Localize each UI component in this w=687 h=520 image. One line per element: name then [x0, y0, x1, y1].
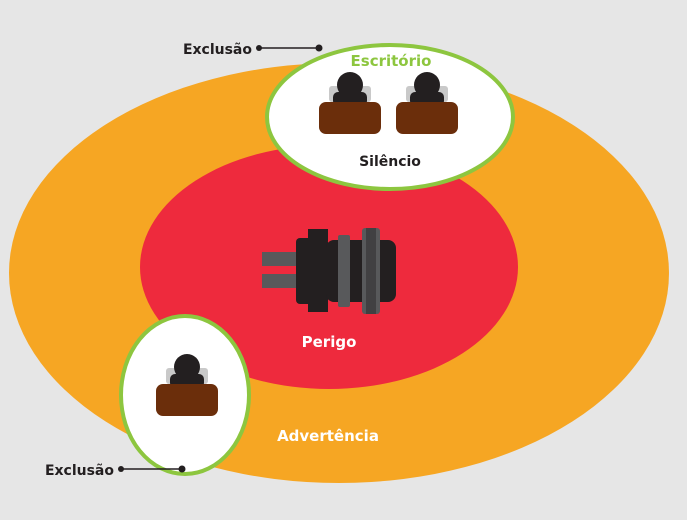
danger-label: Perigo — [302, 333, 357, 351]
exclusion-bottom-callout — [118, 465, 186, 473]
exclusion-top-label: Exclusão — [183, 42, 252, 58]
exclusion-top-callout — [256, 44, 323, 52]
machine-icon — [262, 228, 396, 314]
office-exclusion-zone — [265, 43, 515, 191]
office-title: Escritório — [351, 52, 432, 70]
exclusion-bottom-label: Exclusão — [45, 463, 114, 479]
warning-label: Advertência — [277, 427, 379, 445]
silence-label: Silêncio — [359, 154, 421, 170]
